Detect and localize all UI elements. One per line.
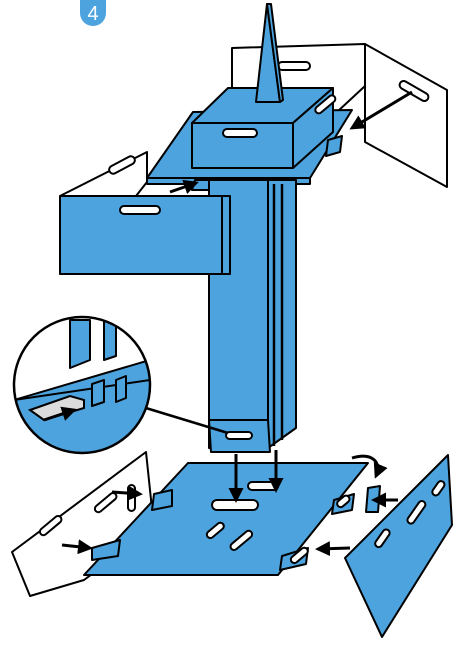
top-left-panel [60, 152, 147, 196]
magnified-detail [14, 316, 228, 456]
bottom-right-blue-panel [345, 455, 452, 637]
front-blue-panel [60, 196, 230, 274]
